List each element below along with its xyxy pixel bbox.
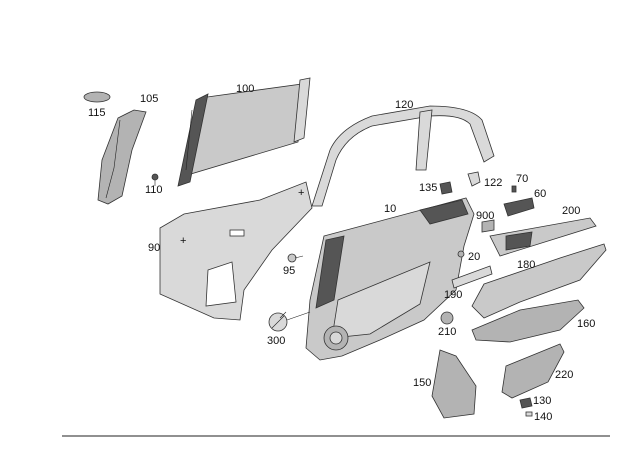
- callout-150[interactable]: 150: [413, 377, 431, 389]
- callout-60[interactable]: 60: [534, 188, 546, 200]
- callout-115[interactable]: 115: [88, 107, 106, 119]
- part-122-cap[interactable]: [467, 171, 481, 187]
- callout-95[interactable]: 95: [283, 265, 295, 277]
- part-60-switch[interactable]: [503, 197, 535, 217]
- part-120-window-frame[interactable]: [311, 105, 495, 207]
- callout-122[interactable]: 122: [484, 177, 502, 189]
- callout-160[interactable]: 160: [577, 318, 595, 330]
- part-100-sunshade[interactable]: [177, 77, 311, 187]
- part-190-strip[interactable]: [451, 265, 493, 289]
- part-110-screw[interactable]: [151, 173, 159, 186]
- part-140-clip[interactable]: [525, 411, 533, 417]
- part-95-bolt[interactable]: [287, 253, 304, 263]
- part-900-connector[interactable]: [481, 219, 495, 233]
- svg-text:+: +: [298, 187, 304, 199]
- callout-100[interactable]: 100: [236, 83, 254, 95]
- part-160-armrest[interactable]: [471, 299, 585, 343]
- callout-140[interactable]: 140: [534, 411, 552, 423]
- callout-120[interactable]: 120: [395, 99, 413, 111]
- callout-190[interactable]: 190: [444, 289, 462, 301]
- callout-10[interactable]: 10: [384, 203, 396, 215]
- part-10-door-panel[interactable]: [305, 197, 475, 361]
- part-220-lower-trim[interactable]: [501, 343, 565, 399]
- callout-20[interactable]: 20: [468, 251, 480, 263]
- callout-180[interactable]: 180: [517, 259, 535, 271]
- callout-900[interactable]: 900: [476, 210, 494, 222]
- callout-90[interactable]: 90: [148, 242, 160, 254]
- part-130-latch[interactable]: [519, 397, 533, 409]
- callout-130[interactable]: 130: [533, 395, 551, 407]
- callout-105[interactable]: 105: [140, 93, 158, 105]
- part-150-pocket-cover[interactable]: [431, 349, 477, 419]
- part-90-vapor-barrier[interactable]: + +: [159, 181, 313, 321]
- part-105-pillar-trim[interactable]: [97, 109, 147, 205]
- part-180-upper-trim[interactable]: [471, 243, 607, 319]
- callout-70[interactable]: 70: [516, 173, 528, 185]
- part-300-wrench-icon[interactable]: [268, 311, 311, 332]
- part-210-speaker-cover[interactable]: [440, 311, 454, 325]
- part-200-trim-strip[interactable]: [489, 217, 597, 257]
- part-135-clip[interactable]: [439, 181, 453, 195]
- callout-200[interactable]: 200: [562, 205, 580, 217]
- part-20-clip[interactable]: [457, 250, 465, 258]
- callout-135[interactable]: 135: [419, 182, 437, 194]
- part-115-pad[interactable]: [83, 91, 111, 103]
- svg-text:+: +: [180, 235, 186, 247]
- part-70-fastener[interactable]: [511, 185, 517, 193]
- callout-300[interactable]: 300: [267, 335, 285, 347]
- callout-220[interactable]: 220: [555, 369, 573, 381]
- callout-110[interactable]: 110: [145, 184, 163, 196]
- callout-210[interactable]: 210: [438, 326, 456, 338]
